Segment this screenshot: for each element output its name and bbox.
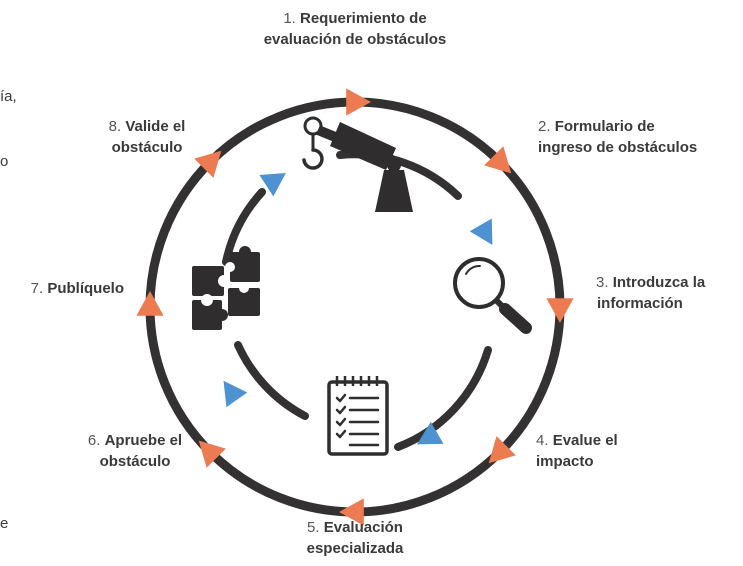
- inner-arrow-1: [469, 218, 493, 245]
- checklist-icon: [327, 376, 389, 456]
- crane-hook-icon: [302, 116, 413, 212]
- inner-arrow-4: [259, 173, 286, 197]
- edge-text-fragment: ía,: [0, 88, 17, 105]
- step-4-label: 4. Evalue el impacto: [536, 432, 618, 470]
- magnifier-icon: [453, 257, 532, 334]
- puzzle-icon: [192, 246, 260, 330]
- outer-arrow-step-1: [346, 88, 371, 116]
- edge-text-fragment: e: [0, 515, 9, 532]
- step-7-label: 7. Publíquelo: [30, 280, 124, 297]
- inner-arrow-3: [223, 380, 248, 408]
- outer-arrow-step-7: [136, 291, 164, 316]
- step-5-label: 5. Evaluación especializada: [306, 519, 404, 557]
- edge-text-fragment: o: [0, 153, 9, 170]
- outer-arrow-step-4: [488, 436, 516, 464]
- step-2-label: 2. Formulario de ingreso de obstáculos: [538, 118, 698, 156]
- inner-arrow-2: [417, 421, 444, 445]
- step-1-label: 1. Requerimiento de evaluación de obstác…: [263, 10, 447, 48]
- outer-arrow-step-2: [484, 146, 512, 174]
- step-6-label: 6. Apruebe el obstáculo: [87, 432, 183, 470]
- inner-ring: [222, 150, 492, 451]
- outer-arrow-step-3: [546, 298, 574, 323]
- step-3-label: 3. Introduzca la información: [596, 274, 706, 312]
- outer-arrow-step-5: [339, 498, 364, 526]
- outer-arrow-step-8: [194, 150, 222, 178]
- step-8-label: 8. Valide el obstáculo: [108, 118, 186, 156]
- outer-arrow-step-6: [198, 440, 226, 468]
